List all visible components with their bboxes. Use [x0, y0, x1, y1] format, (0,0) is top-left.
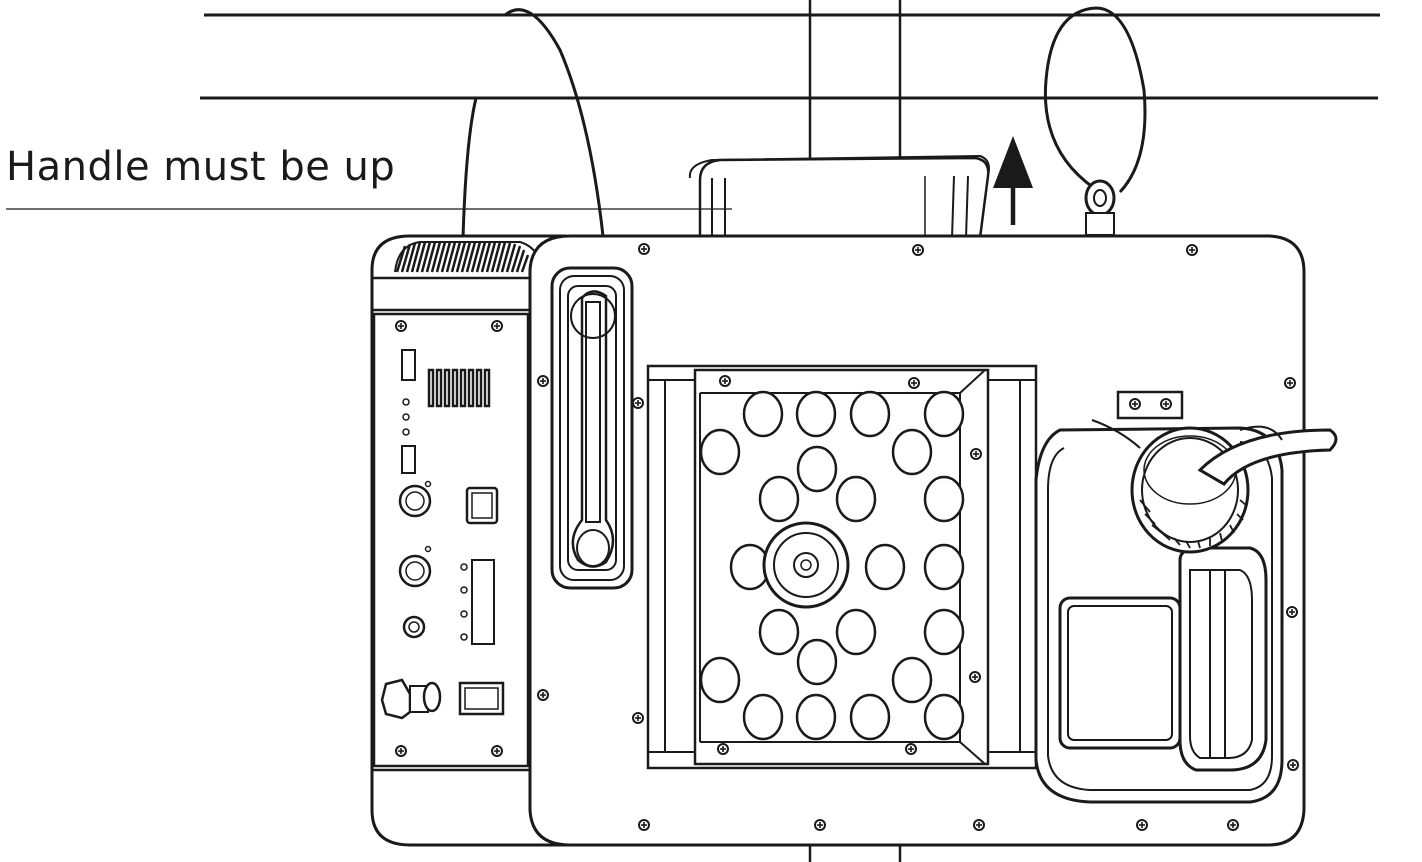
fluid-tank — [1034, 390, 1338, 804]
handle-annotation: Handle must be up — [6, 144, 396, 190]
truss — [200, 0, 1380, 862]
safety-cables — [461, 6, 1147, 239]
output-grille — [646, 364, 1038, 770]
eyebolt — [1084, 179, 1116, 236]
side-module — [370, 234, 567, 847]
grab-handle — [550, 266, 634, 590]
up-arrow-icon — [993, 136, 1033, 225]
carrying-handle — [688, 154, 990, 240]
